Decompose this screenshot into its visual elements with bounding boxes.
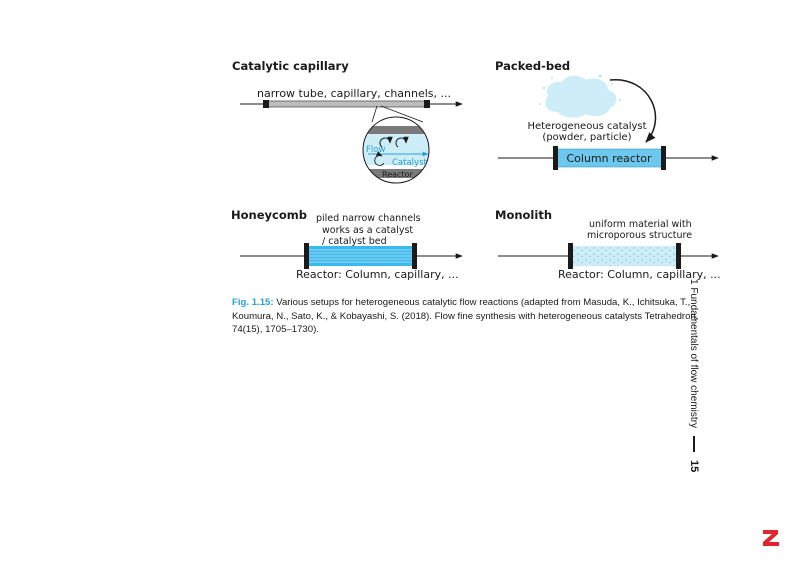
- honeycomb-title: Honeycomb: [231, 208, 307, 222]
- honeycomb-left-cap: [304, 243, 309, 269]
- monolith-left-cap: [568, 243, 573, 269]
- honeycomb-note-line2: works as a catalyst: [322, 225, 413, 236]
- running-head-rule: [692, 435, 695, 452]
- honeycomb-note-line3: / catalyst bed: [322, 236, 387, 247]
- page-number: 15: [688, 459, 700, 473]
- zoom-wall-top: [363, 126, 429, 134]
- monolith-note-line1: uniform material with: [589, 219, 692, 230]
- honeycomb-channels: [309, 249, 412, 263]
- column-reactor-right-cap: [661, 146, 666, 170]
- circulation-arrow-1: [379, 136, 393, 148]
- catalyst-label-line1: Heterogeneous catalyst: [527, 121, 646, 132]
- figure-caption-label: Fig. 1.15:: [232, 297, 274, 308]
- honeycomb-reactor-label: Reactor: Column, capillary, ...: [296, 268, 459, 281]
- running-head: 1 Fundamentals of flow chemistry 15: [688, 279, 700, 499]
- monolith-title: Monolith: [495, 208, 552, 222]
- catalyst-powder-cloud: [545, 75, 617, 118]
- catalyst-loading-arrow: [609, 79, 657, 143]
- zoom-reactor-label: Reactor: [382, 170, 413, 179]
- capillary-tube: [265, 100, 429, 108]
- catalyst-particles: [539, 75, 621, 105]
- zoom-catalyst-arrow: [374, 151, 385, 166]
- zoom-guide-left: [371, 105, 378, 123]
- circulation-arrow-2: [395, 136, 409, 148]
- catalytic-capillary-panel: Catalytic capillary narrow tube, capilla…: [232, 59, 463, 184]
- zoom-flow-label: Flow: [366, 145, 385, 155]
- zoom-catalyst-layer: [363, 165, 429, 169]
- zoom-catalyst-label: Catalyst: [392, 158, 428, 168]
- capillary-right-fitting: [424, 100, 430, 108]
- monolith-note-line2: microporous structure: [587, 230, 692, 241]
- monolith-porous-texture: [571, 246, 678, 266]
- monolith-panel: Monolith uniform material with microporo…: [495, 208, 721, 281]
- zoom-wall-bottom: [363, 168, 429, 178]
- capillary-left-fitting: [263, 100, 269, 108]
- packed-bed-title: Packed-bed: [495, 59, 570, 73]
- catalyst-label-line2: (powder, particle): [542, 132, 631, 143]
- honeycomb-note-line1: piled narrow channels: [316, 213, 421, 224]
- column-reactor-label: Column reactor: [566, 152, 652, 165]
- capillary-tube-label: narrow tube, capillary, channels, ...: [257, 87, 451, 100]
- figure-illustration: Catalytic capillary narrow tube, capilla…: [231, 59, 721, 281]
- monolith-reactor-label: Reactor: Column, capillary, ...: [558, 268, 721, 281]
- capillary-zoom-circle: Flow Catalyst Reactor: [362, 116, 430, 184]
- honeycomb-right-cap: [412, 243, 417, 269]
- running-head-chapter: 1 Fundamentals of flow chemistry: [688, 279, 699, 428]
- monolith-right-cap: [676, 243, 681, 269]
- publisher-logo-icon: [763, 530, 779, 546]
- zoom-guide-right: [380, 105, 424, 123]
- figure-caption-text: Various setups for heterogeneous catalyt…: [232, 297, 699, 335]
- honeycomb-panel: Honeycomb piled narrow channels works as…: [231, 208, 463, 281]
- zoom-fluid: [363, 134, 429, 168]
- packed-bed-panel: Packed-bed Heterogeneous catalyst (powde…: [495, 59, 719, 170]
- column-reactor-left-cap: [553, 146, 558, 170]
- catalytic-capillary-title: Catalytic capillary: [232, 59, 349, 73]
- figure-caption: Fig. 1.15: Various setups for heterogene…: [232, 296, 722, 337]
